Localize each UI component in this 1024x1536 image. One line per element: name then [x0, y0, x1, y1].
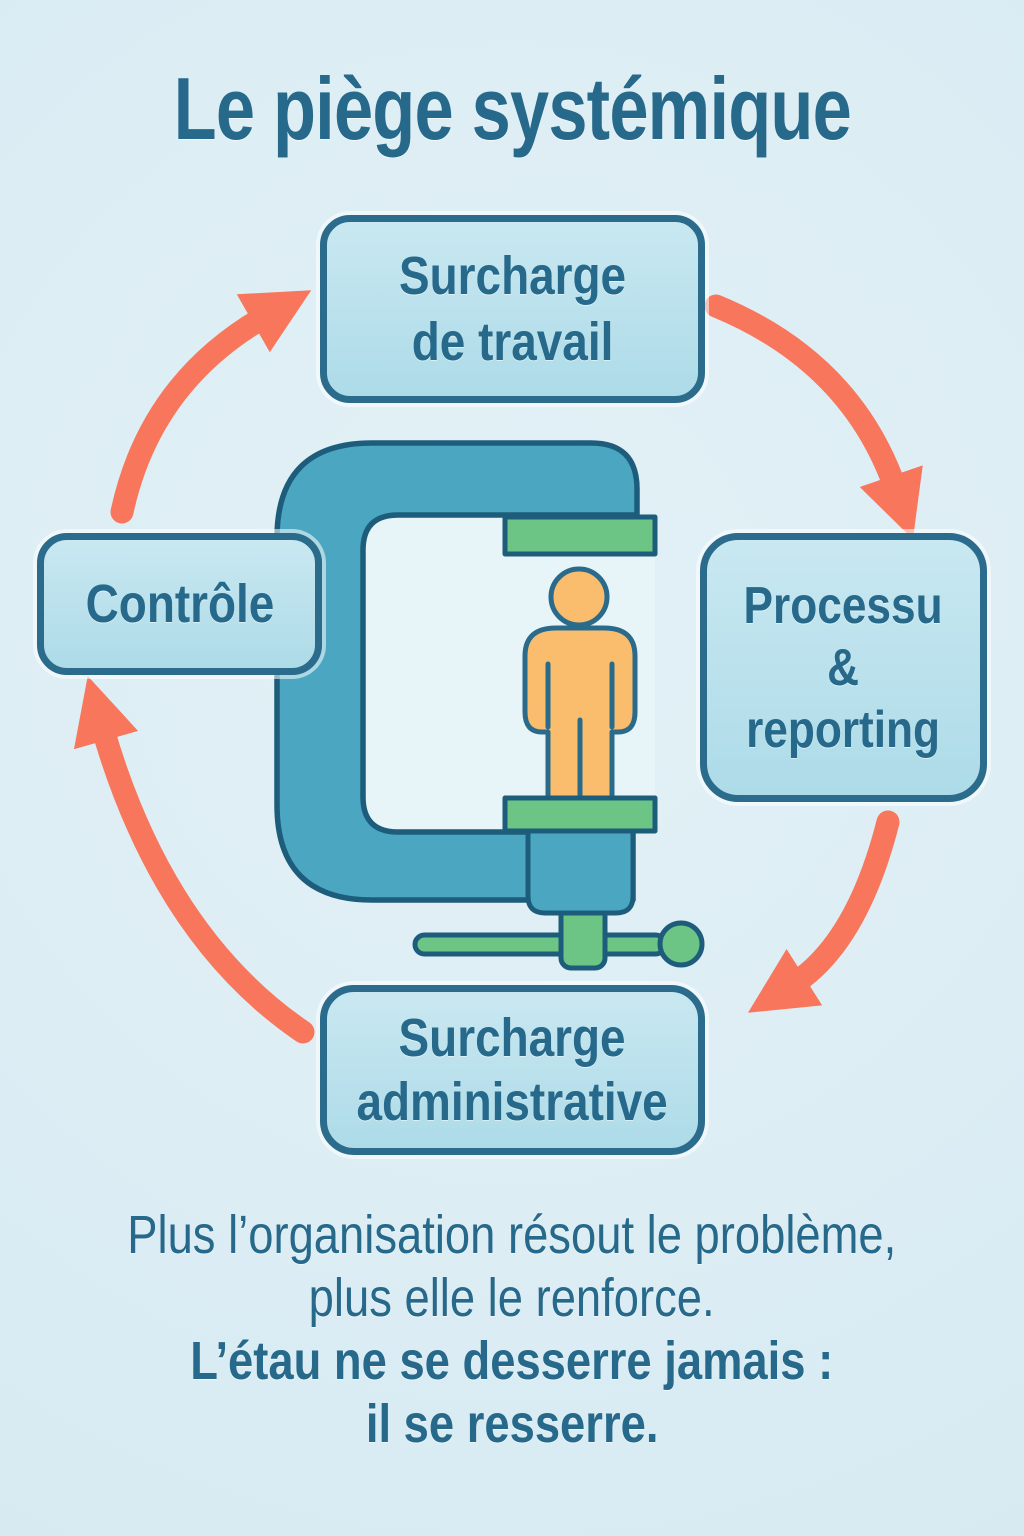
c-clamp-icon	[274, 440, 705, 971]
clamp-top-pad	[502, 514, 658, 557]
cycle-arrow-icon-group	[73, 290, 923, 1044]
cycle-arrow-top-left-icon	[110, 290, 312, 524]
caption-line-4: il se resserre.	[365, 1394, 659, 1454]
node-label: Surcharge de travail	[398, 246, 627, 372]
node-label: Processu & reporting	[743, 576, 944, 759]
cycle-arrow-bottom-right-icon	[748, 810, 900, 1013]
cycle-arrow-bottom-left-icon	[73, 675, 315, 1044]
clamp-bottom-pad	[502, 795, 658, 834]
caption-line-3: L’étau ne se desserre jamais :	[190, 1331, 834, 1391]
node-surcharge-administrative: Surcharge administrative	[320, 985, 705, 1155]
caption-block: Plus l’organisation résout le problème, …	[0, 1204, 1024, 1456]
cycle-arrow-top-right-icon	[704, 294, 923, 540]
page-title: Le piège systémique	[173, 59, 851, 158]
clamp-handle-ball-icon	[657, 920, 705, 968]
clamp-handle-bar-icon	[412, 932, 668, 957]
clamp-screw-block	[525, 827, 636, 916]
person-head	[548, 566, 610, 628]
node-label: Surcharge administrative	[356, 1008, 669, 1132]
node-controle: Contrôle	[37, 533, 322, 675]
caption-line-1: Plus l’organisation résout le problème,	[127, 1205, 897, 1265]
node-label: Contrôle	[85, 574, 274, 634]
caption-line-2: plus elle le renforce.	[309, 1268, 715, 1328]
node-surcharge-de-travail: Surcharge de travail	[320, 215, 705, 403]
node-processus-reporting: Processu & reporting	[700, 533, 987, 802]
